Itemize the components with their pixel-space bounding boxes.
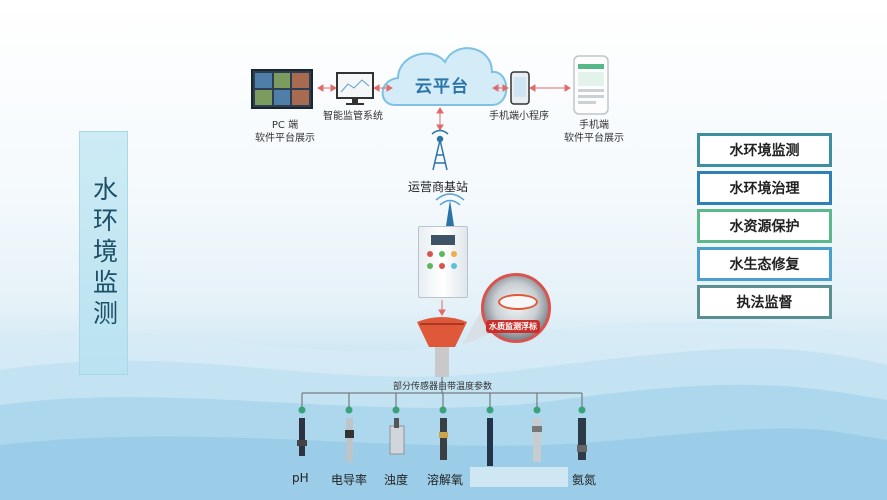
menu-item-label: 水环境监测 — [700, 136, 829, 164]
menu-item-water-monitoring[interactable]: 水环境监测 — [697, 133, 832, 167]
sensor-label-ph: pH — [292, 471, 309, 485]
sensor-label-turbidity: 浊度 — [384, 473, 409, 487]
menu-item-water-protection[interactable]: 水资源保护 — [697, 209, 832, 243]
mini-program-label: 手机端小程序 — [489, 111, 549, 122]
pc-label-line2: 软件平台展示 — [255, 133, 315, 144]
sensor-label-dissolved-oxygen: 溶解氧 — [427, 473, 464, 487]
vertical-title: 水环境监测 — [89, 175, 119, 331]
menu-item-label: 水生态修复 — [700, 250, 829, 278]
menu-item-label: 水资源保护 — [700, 212, 829, 240]
buoy-icon — [417, 317, 467, 377]
phone-label-line2: 软件平台展示 — [564, 133, 624, 144]
phone-label-line1: 手机端 — [579, 120, 609, 131]
monitor-icon — [336, 72, 374, 105]
sensor-label-ammonia: 氨氮 — [572, 473, 597, 487]
category-menu: 水环境监测 水环境治理 水资源保护 水生态修复 执法监督 — [697, 133, 832, 323]
buoy-badge: 水质监测浮标 — [486, 320, 540, 333]
tower-icon — [431, 129, 449, 171]
wave-background — [0, 321, 887, 500]
hidden-sensor-labels-box — [470, 467, 568, 487]
menu-item-ecology-restoration[interactable]: 水生态修复 — [697, 247, 832, 281]
sensor-label-conductivity: 电导率 — [331, 473, 368, 487]
menu-item-water-treatment[interactable]: 水环境治理 — [697, 171, 832, 205]
phone-icon — [573, 55, 609, 115]
menu-item-label: 水环境治理 — [700, 174, 829, 202]
cloud-icon — [381, 47, 508, 106]
pc-label-line1: PC 端 — [271, 120, 299, 131]
smart-system-label: 智能监管系统 — [323, 111, 383, 122]
phone-label: 手机端 软件平台展示 — [559, 119, 629, 145]
control-cabinet-icon — [418, 226, 468, 298]
sensor-probes — [297, 418, 587, 466]
pc-screen-icon — [251, 69, 313, 109]
antenna-icon — [435, 193, 465, 226]
sensor-title: 部分传感器自带温度参数 — [393, 382, 493, 392]
cloud-label: 云平台 — [415, 77, 469, 97]
mini-program-phone-icon — [510, 71, 530, 105]
menu-item-law-enforcement[interactable]: 执法监督 — [697, 285, 832, 319]
base-station-label: 运营商基站 — [408, 180, 469, 194]
pc-label: PC 端 软件平台展示 — [250, 119, 320, 145]
menu-item-label: 执法监督 — [700, 288, 829, 316]
vertical-title-panel: 水环境监测 — [79, 131, 128, 375]
